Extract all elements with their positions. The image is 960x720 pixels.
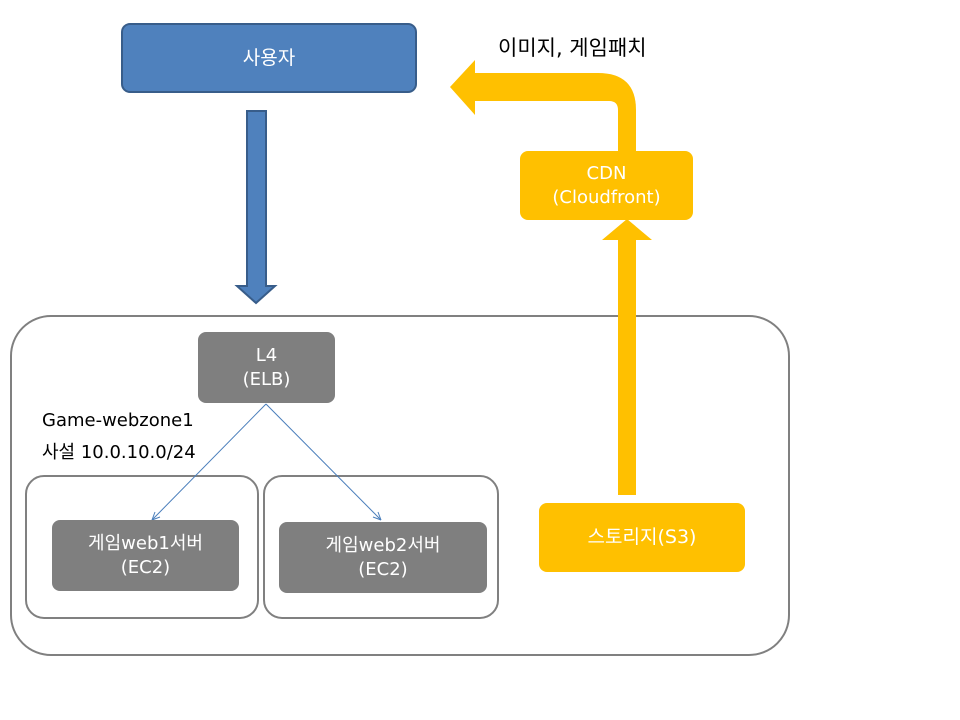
storage-label: 스토리지(S3) <box>587 526 697 549</box>
user-to-l4-arrow <box>234 110 278 305</box>
web1-node-label: 게임web1서버 (EC2) <box>52 520 239 591</box>
l4-to-web1-link <box>151 403 267 521</box>
web2-label-line1: 게임web2서버 <box>325 535 441 557</box>
storage-to-cdn-arrow <box>602 219 652 495</box>
cdn-label-line2: (Cloudfront) <box>552 186 661 208</box>
web1-label-line1: 게임web1서버 <box>88 533 203 555</box>
cdn-label-line1: CDN <box>586 163 627 185</box>
web2-node-label: 게임web2서버 (EC2) <box>279 522 487 593</box>
cdn-to-user-arrow <box>450 60 636 151</box>
l4-node <box>198 332 335 403</box>
l4-node-label: L4 (ELB) <box>198 332 335 403</box>
storage-node-label: 스토리지(S3) <box>539 503 745 572</box>
l4-label-line2: (ELB) <box>242 368 291 390</box>
zone-name-label: Game-webzone1 <box>42 410 194 431</box>
l4-to-web2-link <box>265 403 382 521</box>
l4-to-web1-arrowhead <box>151 511 161 521</box>
l4-to-web2-arrowhead <box>372 511 382 521</box>
web2-node <box>279 522 487 593</box>
storage-node <box>539 503 745 572</box>
l4-label-line1: L4 <box>255 345 278 367</box>
user-label: 사용자 <box>242 46 296 69</box>
patch-label: 이미지, 게임패치 <box>498 36 647 60</box>
subnet-label: 사설 10.0.10.0/24 <box>42 442 196 463</box>
user-node <box>121 23 417 93</box>
web1-label-line2: (EC2) <box>120 556 171 578</box>
cdn-node-label: CDN (Cloudfront) <box>520 151 693 220</box>
cdn-node <box>520 151 693 220</box>
web1-node <box>52 520 239 591</box>
web2-label-line2: (EC2) <box>358 558 408 580</box>
user-node-label: 사용자 <box>122 24 416 92</box>
